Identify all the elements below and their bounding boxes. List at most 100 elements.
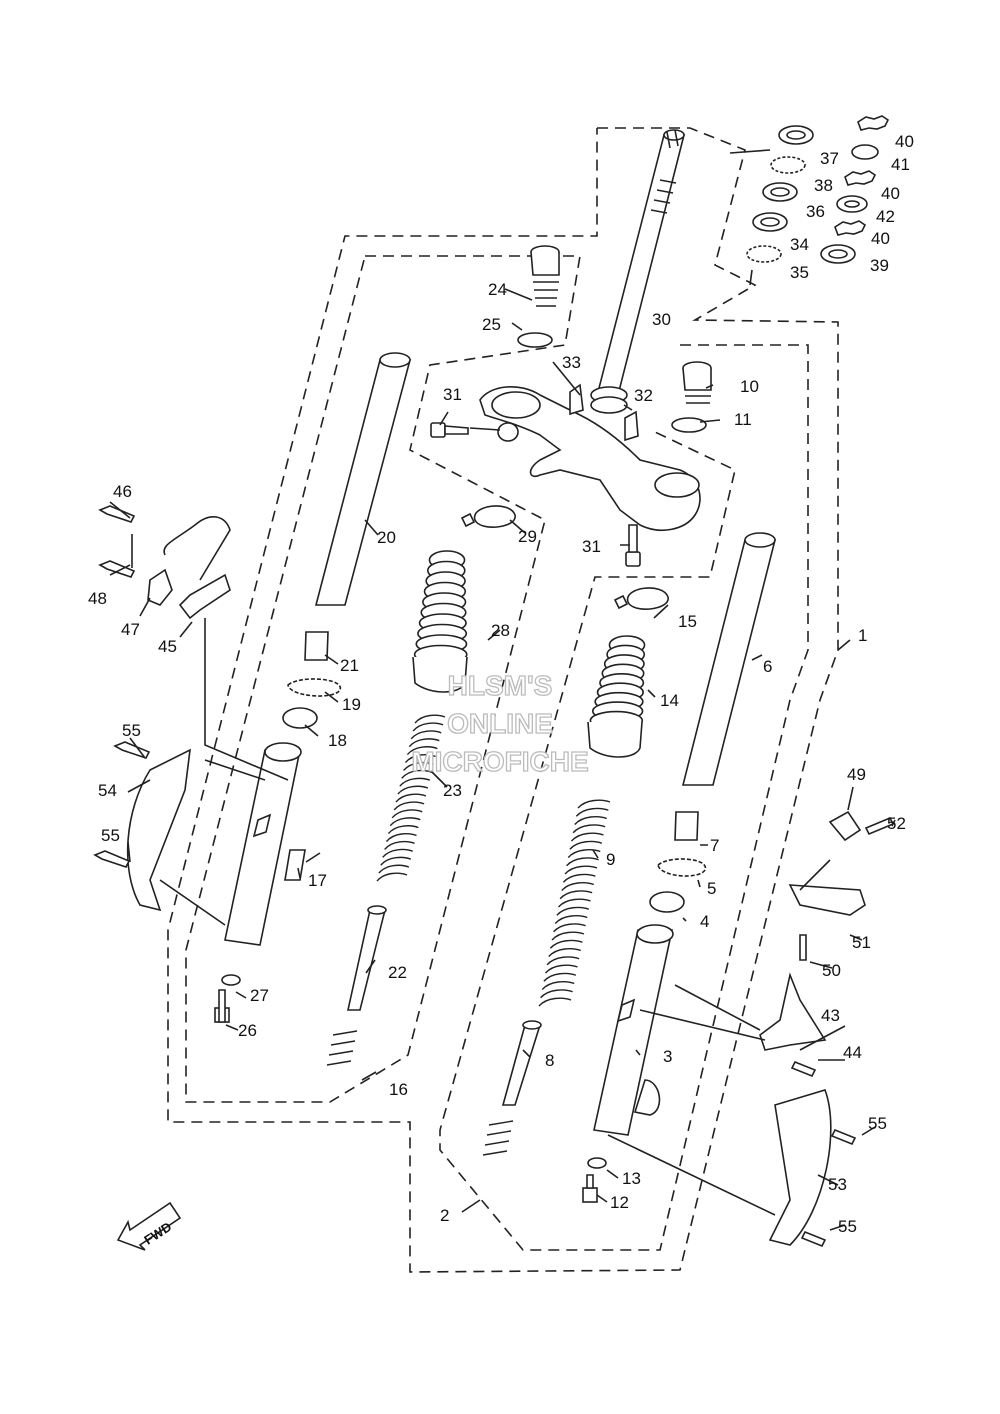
bearing-stack bbox=[746, 115, 890, 264]
outer-tube-17 bbox=[224, 742, 306, 946]
callout-45: 45 bbox=[158, 637, 177, 656]
watermark-line-1: HLSM'S bbox=[448, 670, 553, 701]
under-bracket bbox=[479, 383, 701, 531]
callout-32: 32 bbox=[634, 386, 653, 405]
callout-42: 42 bbox=[876, 207, 895, 226]
callout-26: 26 bbox=[238, 1021, 257, 1040]
callout-19: 19 bbox=[342, 695, 361, 714]
cap-bolt-10 bbox=[682, 361, 712, 404]
callout-11: 11 bbox=[734, 410, 752, 429]
clip-5 bbox=[657, 858, 706, 877]
pinch-bolt-31b bbox=[625, 524, 641, 567]
callout-20: 20 bbox=[377, 528, 396, 547]
rebound-spring-left bbox=[326, 1030, 358, 1066]
callout-12: 12 bbox=[610, 1193, 629, 1212]
callout-17: 17 bbox=[308, 871, 327, 890]
leader-lines bbox=[109, 149, 896, 1231]
clip-43 bbox=[759, 972, 827, 1051]
callout-49: 49 bbox=[847, 765, 866, 784]
callout-40-top: 40 bbox=[895, 132, 914, 151]
bolt-46 bbox=[98, 505, 136, 523]
callout-48: 48 bbox=[88, 589, 107, 608]
callout-55-upper-right: 55 bbox=[868, 1114, 887, 1133]
fork-spring-23 bbox=[376, 714, 446, 882]
callout-4: 4 bbox=[700, 912, 709, 931]
o-ring-11 bbox=[671, 417, 707, 433]
callout-47: 47 bbox=[121, 620, 140, 639]
damper-rod-22 bbox=[347, 905, 387, 1011]
callout-38: 38 bbox=[814, 176, 833, 195]
callout-9: 9 bbox=[606, 850, 615, 869]
fork-boot-14 bbox=[587, 635, 646, 758]
callout-52: 52 bbox=[887, 814, 906, 833]
fork-guard-53 bbox=[768, 1089, 832, 1246]
callout-54: 54 bbox=[98, 781, 117, 800]
callout-24: 24 bbox=[488, 280, 507, 299]
oil-seal-4 bbox=[649, 891, 685, 913]
washer-27 bbox=[221, 974, 241, 986]
assembly-outline-16 bbox=[185, 255, 581, 1103]
callout-35: 35 bbox=[790, 263, 809, 282]
watermark: HLSM'S ONLINE MICROFICHE bbox=[411, 669, 590, 777]
bracket-47 bbox=[147, 568, 173, 606]
bolt-48 bbox=[98, 560, 136, 578]
bracket-49 bbox=[828, 810, 862, 842]
bolt-55-upper-left bbox=[113, 741, 151, 759]
inner-tube-6-top bbox=[744, 532, 776, 548]
callout-55-upper-left: 55 bbox=[122, 721, 141, 740]
clamp-29 bbox=[460, 505, 516, 528]
callout-7: 7 bbox=[710, 836, 719, 855]
callout-5: 5 bbox=[707, 879, 716, 898]
bolt-55-lower-right bbox=[800, 1230, 827, 1248]
watermark-line-2: ONLINE bbox=[447, 708, 553, 739]
callout-22: 22 bbox=[388, 963, 407, 982]
callout-39: 39 bbox=[870, 256, 889, 275]
callout-13: 13 bbox=[622, 1169, 641, 1188]
clip-19 bbox=[287, 678, 341, 697]
inner-tube-20 bbox=[314, 359, 412, 606]
callout-2: 2 bbox=[440, 1206, 449, 1225]
callout-33: 33 bbox=[562, 353, 581, 372]
damper-rod-8 bbox=[501, 1020, 542, 1106]
callout-27: 27 bbox=[250, 986, 269, 1005]
callout-8: 8 bbox=[545, 1051, 554, 1070]
callout-3: 3 bbox=[663, 1047, 672, 1066]
dust-seal-7 bbox=[674, 811, 699, 841]
callout-50: 50 bbox=[822, 961, 841, 980]
callout-6: 6 bbox=[763, 657, 772, 676]
callout-21: 21 bbox=[340, 656, 359, 675]
callout-55-lower-left: 55 bbox=[101, 826, 120, 845]
clamp-15 bbox=[613, 587, 669, 610]
bolt-55-lower-left bbox=[93, 850, 131, 868]
callout-18: 18 bbox=[328, 731, 347, 750]
callout-16: 16 bbox=[389, 1080, 408, 1099]
callout-23: 23 bbox=[443, 781, 462, 800]
callout-53: 53 bbox=[828, 1175, 847, 1194]
o-ring-25 bbox=[517, 332, 553, 348]
cable-guide-51 bbox=[788, 884, 866, 916]
callout-1: 1 bbox=[858, 626, 867, 645]
dust-seal-21 bbox=[304, 631, 329, 661]
callout-36: 36 bbox=[806, 202, 825, 221]
watermark-line-3: MICROFICHE bbox=[411, 746, 588, 777]
oil-seal-18 bbox=[282, 707, 318, 729]
callout-44: 44 bbox=[843, 1043, 862, 1062]
cap-bolt-24 bbox=[530, 245, 560, 307]
rebound-spring-right bbox=[482, 1120, 514, 1156]
callout-10: 10 bbox=[740, 377, 759, 396]
callout-25: 25 bbox=[482, 315, 501, 334]
drain-bolt-12 bbox=[582, 1174, 598, 1203]
callout-37: 37 bbox=[820, 149, 839, 168]
callout-29: 29 bbox=[518, 527, 537, 546]
callout-40-middle: 40 bbox=[881, 184, 900, 203]
inner-tube-20-top bbox=[379, 352, 411, 368]
bolts bbox=[93, 505, 895, 1248]
callout-51: 51 bbox=[852, 933, 871, 952]
callout-34: 34 bbox=[790, 235, 809, 254]
callout-46: 46 bbox=[113, 482, 132, 501]
callout-55-lower-right: 55 bbox=[838, 1217, 857, 1236]
callout-31-lower: 31 bbox=[582, 537, 601, 556]
bolt-55-upper-right bbox=[830, 1128, 857, 1146]
fork-boot-28 bbox=[412, 550, 468, 693]
